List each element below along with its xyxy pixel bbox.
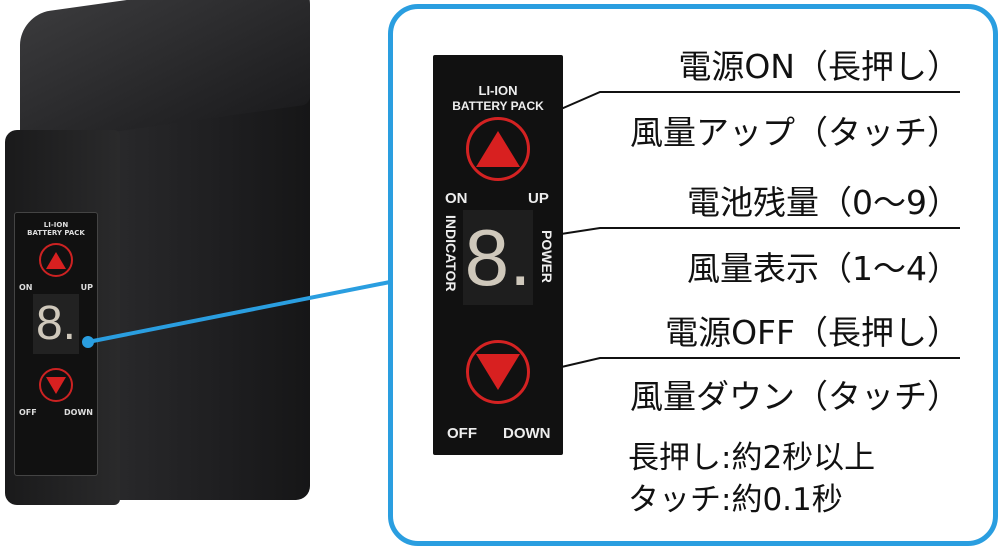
power-label: POWER <box>539 230 555 283</box>
indicator-label: INDICATOR <box>443 215 459 292</box>
callout-frame <box>388 4 998 546</box>
annotation-fan-level: 風量表示（1〜4） <box>687 249 960 288</box>
annotation-power-on: 電源ON（長押し） <box>678 47 960 86</box>
mini-up-label: UP <box>80 283 93 292</box>
mini-display: 8. <box>33 294 79 354</box>
down-label: DOWN <box>503 425 551 442</box>
annotation-power-off: 電源OFF（長押し） <box>665 313 960 352</box>
annotation-fan-up: 風量アップ（タッチ） <box>630 113 960 152</box>
mini-up-button <box>39 243 73 277</box>
note-long-press: 長押し:約2秒以上 <box>628 440 876 476</box>
mini-down-button <box>39 368 73 402</box>
on-label: ON <box>445 190 468 207</box>
off-label: OFF <box>447 425 477 442</box>
mini-brand-line1: LI-ION <box>43 221 69 229</box>
up-label: UP <box>528 190 549 207</box>
down-button[interactable] <box>466 340 530 404</box>
up-button[interactable] <box>466 117 530 181</box>
mini-off-down-row: OFF DOWN <box>15 408 97 417</box>
down-arrow-icon <box>476 354 520 390</box>
mini-off-label: OFF <box>19 408 37 417</box>
battery-body <box>100 60 310 500</box>
note-touch: タッチ:約0.1秒 <box>628 482 843 518</box>
battery-control-panel: LI-ION BATTERY PACK ON UP INDICATOR 8. P… <box>433 55 563 455</box>
brand-line2: BATTERY PACK <box>452 99 544 113</box>
mini-on-up-row: ON UP <box>15 283 97 292</box>
seven-segment-display: 8. <box>463 210 533 305</box>
mini-on-label: ON <box>19 283 33 292</box>
annotation-battery-level: 電池残量（0〜9） <box>687 183 960 222</box>
up-arrow-icon <box>46 251 66 269</box>
annotation-fan-down: 風量ダウン（タッチ） <box>630 377 960 416</box>
up-arrow-icon <box>476 131 520 167</box>
brand-line1: LI-ION <box>478 83 518 98</box>
mini-brand-line2: BATTERY PACK <box>27 229 85 237</box>
down-arrow-icon <box>46 376 66 394</box>
mini-down-label: DOWN <box>64 408 93 417</box>
